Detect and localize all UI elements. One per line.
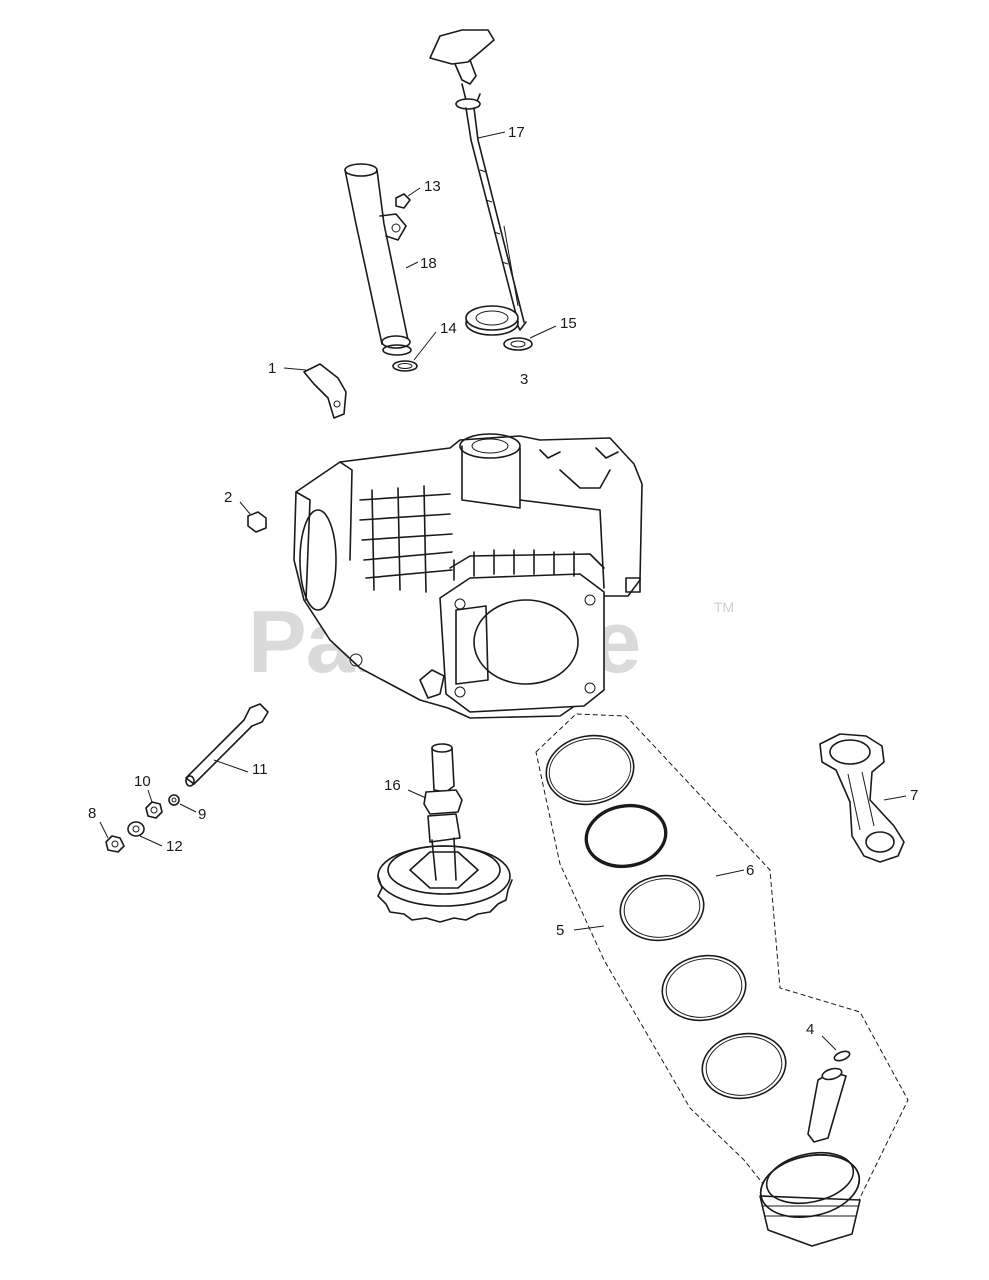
part-washer-12[interactable] (127, 821, 145, 837)
part-camshaft-16[interactable] (377, 743, 513, 923)
part-nut-10[interactable] (145, 801, 163, 819)
callout-9[interactable]: 9 (198, 806, 206, 823)
callout-3[interactable]: 3 (520, 371, 528, 388)
part-dipstick[interactable] (429, 29, 527, 331)
callout-11[interactable]: 11 (252, 761, 268, 778)
part-bracket-1[interactable] (303, 363, 347, 419)
part-washer-9[interactable] (168, 794, 180, 806)
part-nut-13[interactable] (395, 193, 411, 209)
callout-16[interactable]: 16 (384, 777, 401, 794)
part-ring-3[interactable] (615, 869, 709, 947)
callout-13[interactable]: 13 (424, 178, 441, 195)
callout-18[interactable]: 18 (420, 255, 437, 272)
part-plug-2[interactable] (247, 511, 267, 533)
callout-17[interactable]: 17 (508, 124, 525, 141)
part-ring-4[interactable] (657, 949, 751, 1027)
part-piston[interactable] (755, 1145, 865, 1247)
part-clip-4[interactable] (833, 1050, 851, 1063)
part-ring-1[interactable] (541, 729, 639, 811)
callout-6[interactable]: 6 (746, 862, 754, 879)
part-shaft-11[interactable] (185, 703, 269, 787)
part-washer-15[interactable] (503, 337, 533, 351)
part-ring-kit-outline (535, 713, 909, 1231)
callout-1[interactable]: 1 (268, 360, 276, 377)
part-ring-5[interactable] (697, 1027, 791, 1105)
callout-2[interactable]: 2 (224, 489, 232, 506)
part-nut-8[interactable] (105, 835, 125, 853)
part-crankcase[interactable] (293, 433, 643, 719)
callout-14[interactable]: 14 (440, 320, 457, 337)
callout-12[interactable]: 12 (166, 838, 183, 855)
watermark-trademark: TM (714, 599, 734, 615)
callout-4[interactable]: 4 (806, 1021, 814, 1038)
part-o-ring-14[interactable] (392, 360, 418, 372)
part-ring-2[interactable] (581, 800, 670, 873)
callout-7[interactable]: 7 (910, 787, 918, 804)
callout-8[interactable]: 8 (88, 805, 96, 822)
callout-15[interactable]: 15 (560, 315, 577, 332)
callout-5[interactable]: 5 (556, 922, 564, 939)
part-dipstick-tube[interactable] (344, 163, 412, 356)
part-piston-pin[interactable] (807, 1067, 847, 1143)
part-oil-seal-3[interactable] (465, 305, 519, 336)
part-connecting-rod[interactable] (819, 733, 905, 863)
callout-10[interactable]: 10 (134, 773, 151, 790)
